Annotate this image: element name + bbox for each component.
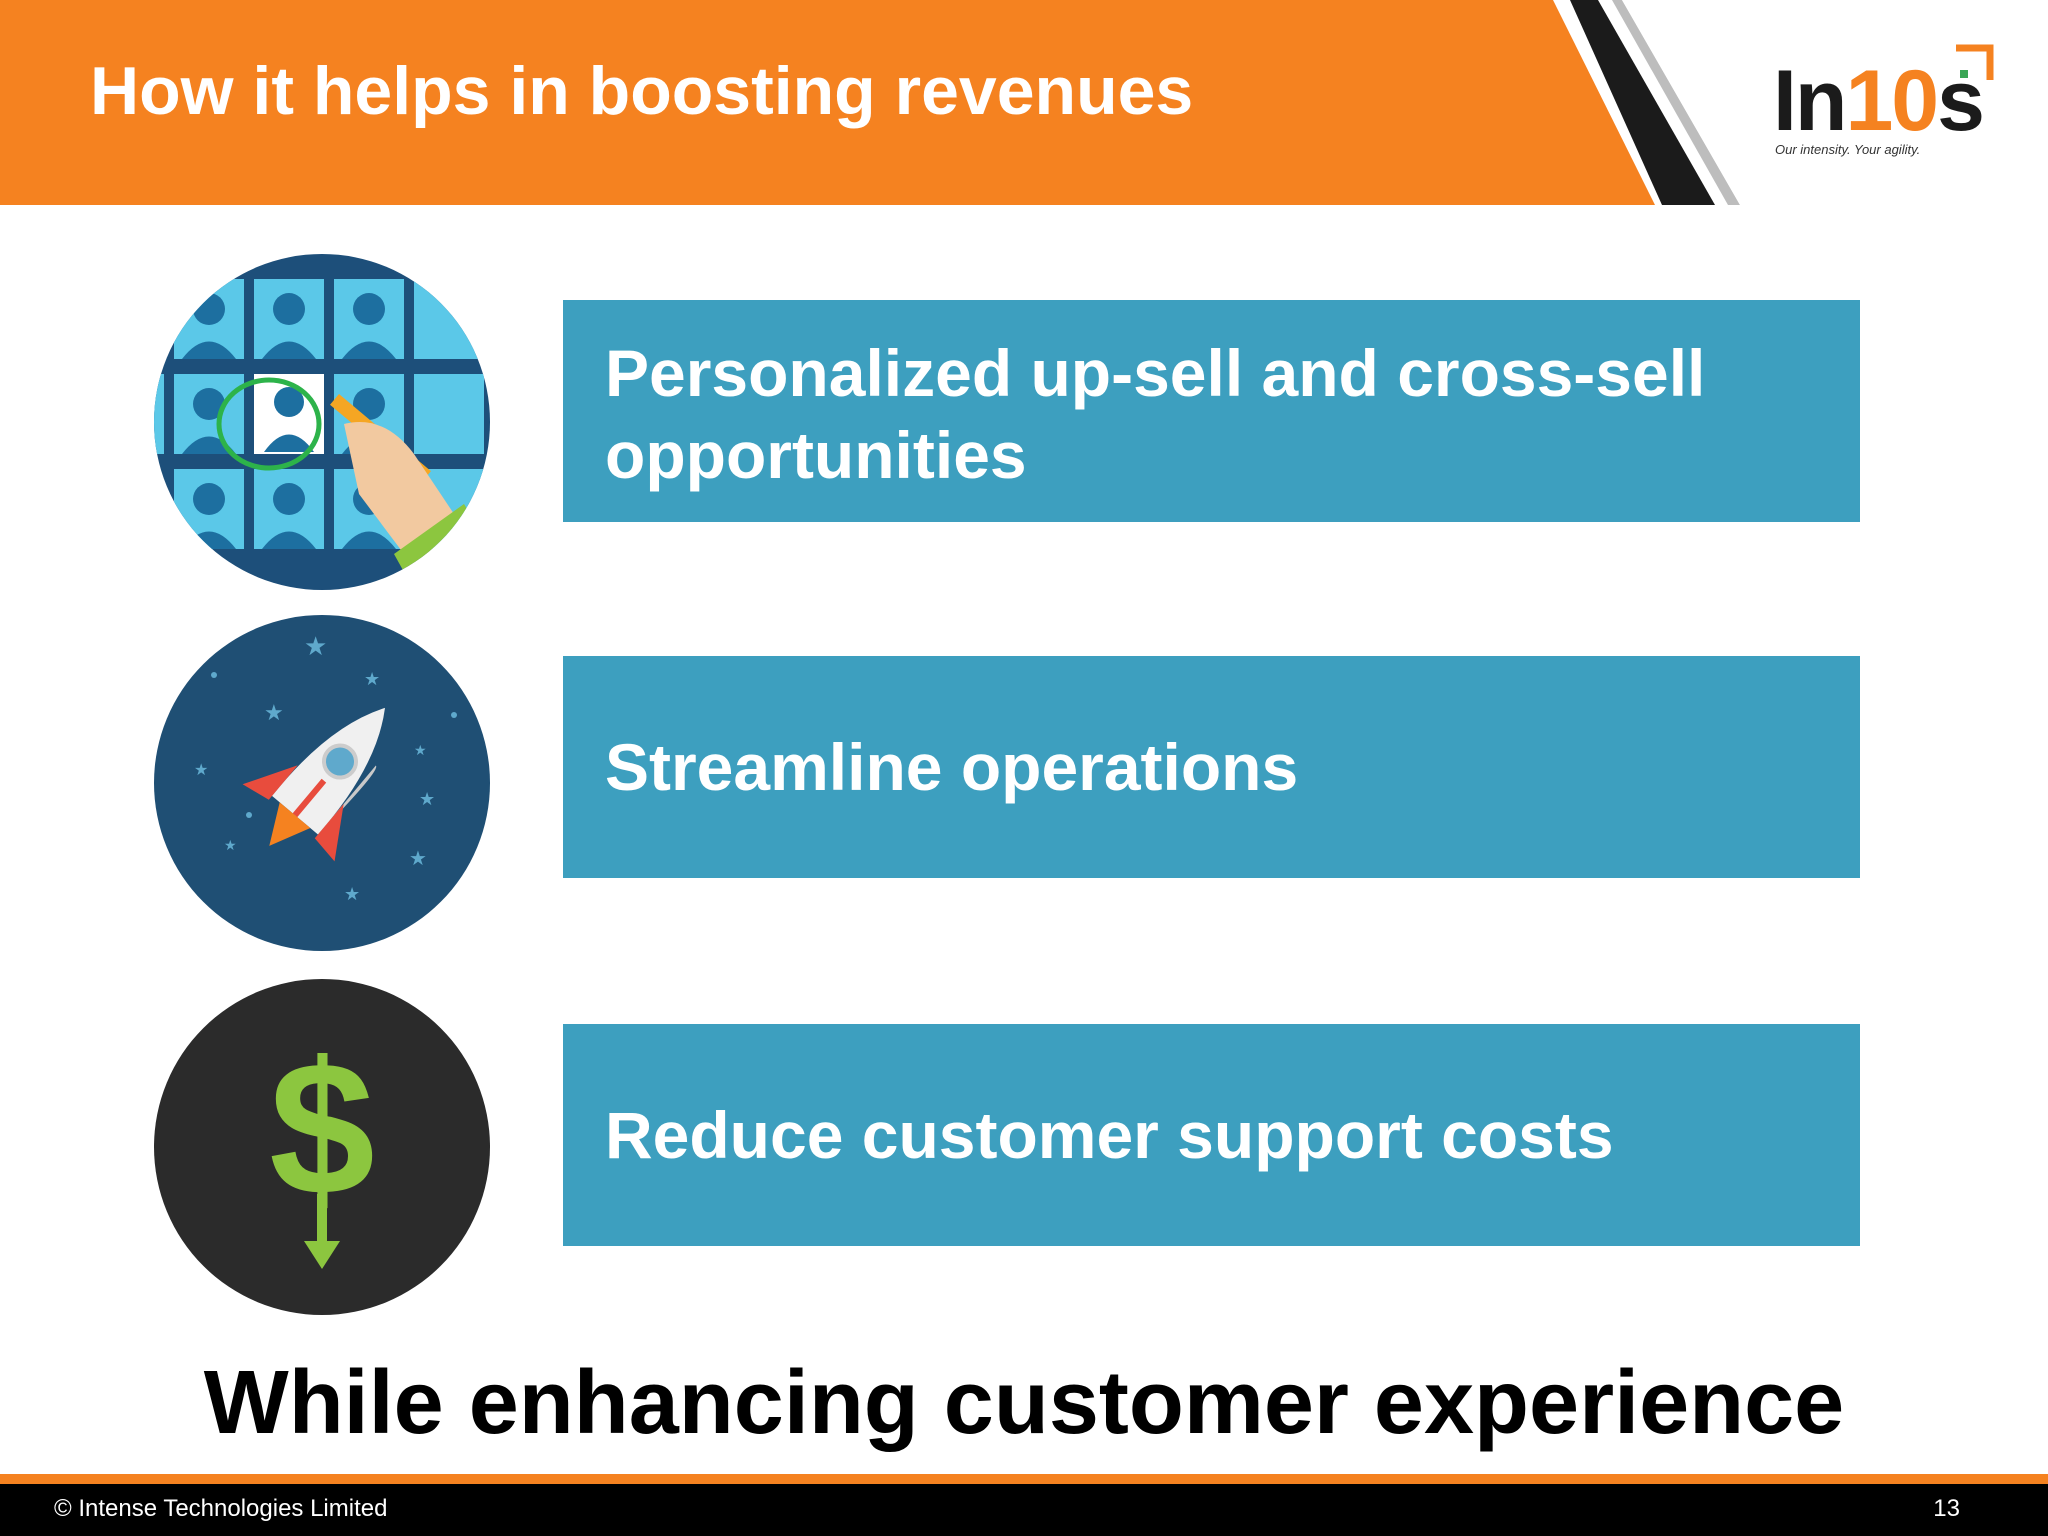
svg-text:★: ★ <box>304 632 327 662</box>
item-label-reduce-costs: Reduce customer support costs <box>605 1098 1614 1172</box>
slide-title: How it helps in boosting revenues <box>90 53 1194 129</box>
rocket-icon: ★ ★ ★ ★ ★ ★ ★ ★ ★ <box>154 615 490 951</box>
svg-text:★: ★ <box>264 701 284 726</box>
in10s-logo: In10s Our intensity. Your agility. <box>1765 38 2005 168</box>
item-box-streamline: Streamline operations <box>563 656 1860 878</box>
svg-text:★: ★ <box>419 789 435 810</box>
logo-wordmark: In10s <box>1773 53 1985 149</box>
dollar-down-icon: $ <box>154 979 490 1315</box>
svg-text:★: ★ <box>344 884 360 905</box>
footer-bar: © Intense Technologies Limited 13 <box>0 1484 2048 1536</box>
item-box-upsell: Personalized up-sell and cross-sell oppo… <box>563 300 1860 522</box>
svg-text:★: ★ <box>194 760 208 779</box>
page-number: 13 <box>1933 1495 1960 1522</box>
svg-text:★: ★ <box>414 743 427 759</box>
footer-accent-line <box>0 1474 2048 1484</box>
item-label-streamline: Streamline operations <box>605 730 1299 804</box>
logo-tagline: Our intensity. Your agility. <box>1775 142 1921 157</box>
item-label-upsell: Personalized up-sell and cross-sell oppo… <box>605 336 1706 492</box>
svg-text:★: ★ <box>364 669 380 690</box>
svg-text:★: ★ <box>409 846 427 870</box>
customer-selection-icon <box>154 254 490 590</box>
svg-text:★: ★ <box>224 838 237 854</box>
logo-corner-mark <box>1956 44 1994 80</box>
item-box-reduce-costs: Reduce customer support costs <box>563 1024 1860 1246</box>
footer-copyright: © Intense Technologies Limited <box>54 1495 388 1522</box>
header-bar <box>0 0 2048 205</box>
closing-tagline: While enhancing customer experience <box>203 1353 1845 1453</box>
